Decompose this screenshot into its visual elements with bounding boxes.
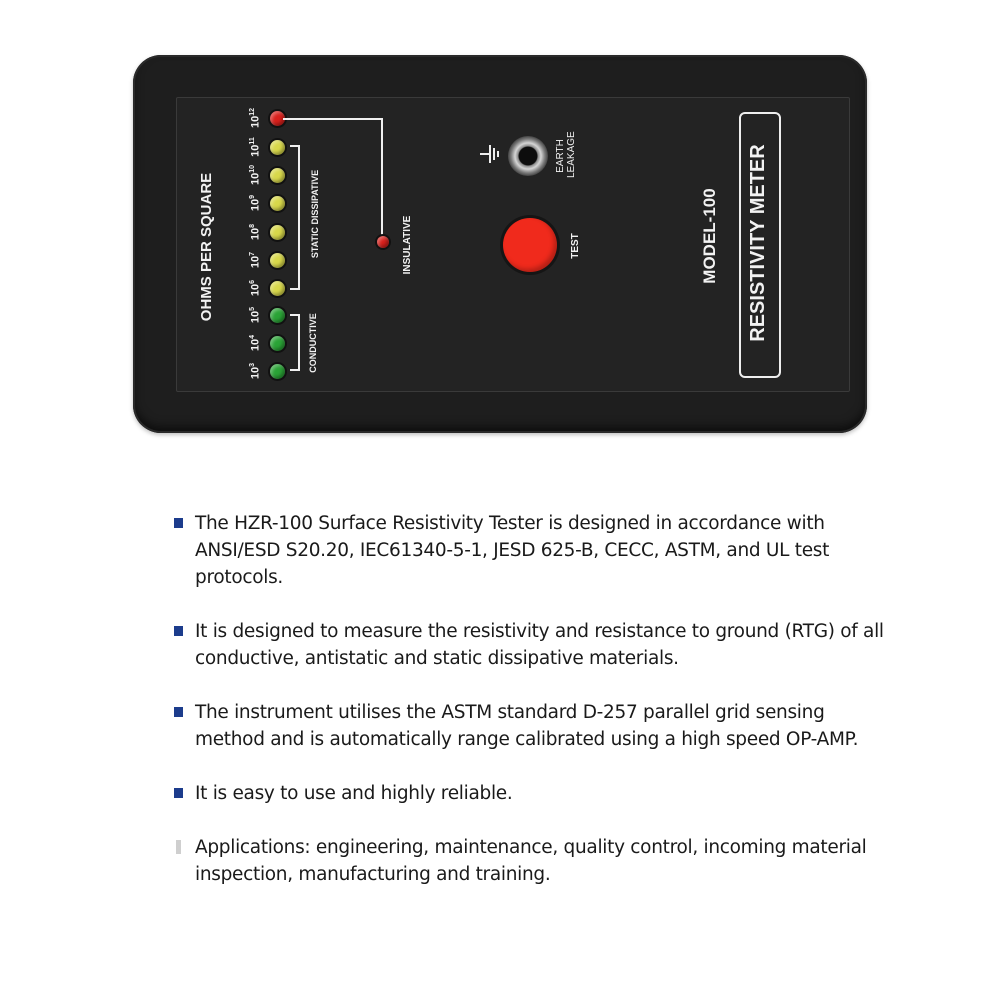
scale-base: 10 <box>249 255 262 269</box>
scale-base: 10 <box>249 227 262 241</box>
led-red <box>270 111 285 126</box>
scale-base: 10 <box>249 198 262 212</box>
scale-exponent: 8 <box>249 223 256 228</box>
bullet-square-icon <box>174 707 183 717</box>
conductive-label: CONDUCTIVE <box>308 313 318 373</box>
feature-item: It is designed to measure the resistivit… <box>174 618 894 672</box>
earth-leakage-jack[interactable] <box>508 136 548 176</box>
bullet-square-icon <box>176 840 181 854</box>
static-dissipative-label: STATIC DISSIPATIVE <box>310 169 320 259</box>
feature-text: Applications: engineering, maintenance, … <box>195 837 867 885</box>
insulative-connector-h <box>283 118 383 120</box>
scale-label: 1011 <box>245 132 262 162</box>
ohms-per-square-label: OHMS PER SQUARE <box>198 172 215 322</box>
insulative-label: INSULATIVE <box>402 215 413 275</box>
leakage-label: LEAKAGE <box>566 131 577 178</box>
feature-text: The HZR-100 Surface Resistivity Tester i… <box>195 513 830 588</box>
led-yellow <box>270 168 285 183</box>
feature-text: It is easy to use and highly reliable. <box>195 783 513 804</box>
led-yellow <box>270 225 285 240</box>
scale-exponent: 3 <box>249 362 256 367</box>
led-green <box>270 308 285 323</box>
scale-exponent: 12 <box>249 107 256 116</box>
scale-label: 105 <box>245 300 262 330</box>
feature-item: It is easy to use and highly reliable. <box>174 780 894 807</box>
feature-text: The instrument utilises the ASTM standar… <box>195 702 859 750</box>
led-yellow <box>270 253 285 268</box>
bullet-square-icon <box>174 626 183 636</box>
scale-base: 10 <box>249 338 262 352</box>
scale-base: 10 <box>249 366 262 380</box>
scale-label: 106 <box>245 273 262 303</box>
insulative-connector-v <box>381 118 383 236</box>
insulative-led <box>377 236 389 248</box>
product-title-box <box>739 112 781 378</box>
conductive-bracket-top <box>290 314 300 316</box>
product-title: RESISTIVITY METER <box>747 144 769 342</box>
scale-exponent: 6 <box>249 279 256 284</box>
static-bracket-top <box>290 145 300 147</box>
scale-exponent: 11 <box>249 137 256 145</box>
led-yellow <box>270 196 285 211</box>
scale-base: 10 <box>249 144 262 157</box>
scale-label: 108 <box>245 217 262 247</box>
scale-base: 10 <box>249 172 262 186</box>
scale-base: 10 <box>249 283 262 297</box>
scale-label: 107 <box>245 245 262 275</box>
model-label: MODEL-100 <box>700 188 719 284</box>
conductive-bracket <box>298 314 300 371</box>
test-button[interactable] <box>503 218 557 272</box>
scale-exponent: 5 <box>249 306 256 311</box>
led-green <box>270 336 285 351</box>
scale-exponent: 7 <box>249 251 256 256</box>
scale-exponent: 4 <box>249 334 256 339</box>
scale-label: 109 <box>245 188 262 218</box>
scale-exponent: 10 <box>249 164 256 173</box>
feature-list: The HZR-100 Surface Resistivity Tester i… <box>174 510 894 915</box>
led-yellow <box>270 140 285 155</box>
feature-item: Applications: engineering, maintenance, … <box>174 834 894 888</box>
scale-label: 1010 <box>245 160 262 190</box>
feature-text: It is designed to measure the resistivit… <box>195 621 884 669</box>
led-green <box>270 364 285 379</box>
scale-exponent: 9 <box>249 194 256 199</box>
scale-label: 104 <box>245 328 262 358</box>
ground-icon <box>480 145 499 163</box>
bullet-square-icon <box>174 788 183 798</box>
static-dissipative-bracket <box>298 145 300 290</box>
feature-item: The HZR-100 Surface Resistivity Tester i… <box>174 510 894 591</box>
scale-label: 103 <box>245 356 262 386</box>
scale-label: 1012 <box>245 103 262 133</box>
feature-item: The instrument utilises the ASTM standar… <box>174 699 894 753</box>
scale-base: 10 <box>249 115 262 129</box>
bullet-square-icon <box>174 518 183 528</box>
led-yellow <box>270 281 285 296</box>
static-bracket-bottom <box>290 288 300 290</box>
scale-base: 10 <box>249 310 262 324</box>
test-label: TEST <box>570 233 581 259</box>
conductive-bracket-bottom <box>290 369 300 371</box>
